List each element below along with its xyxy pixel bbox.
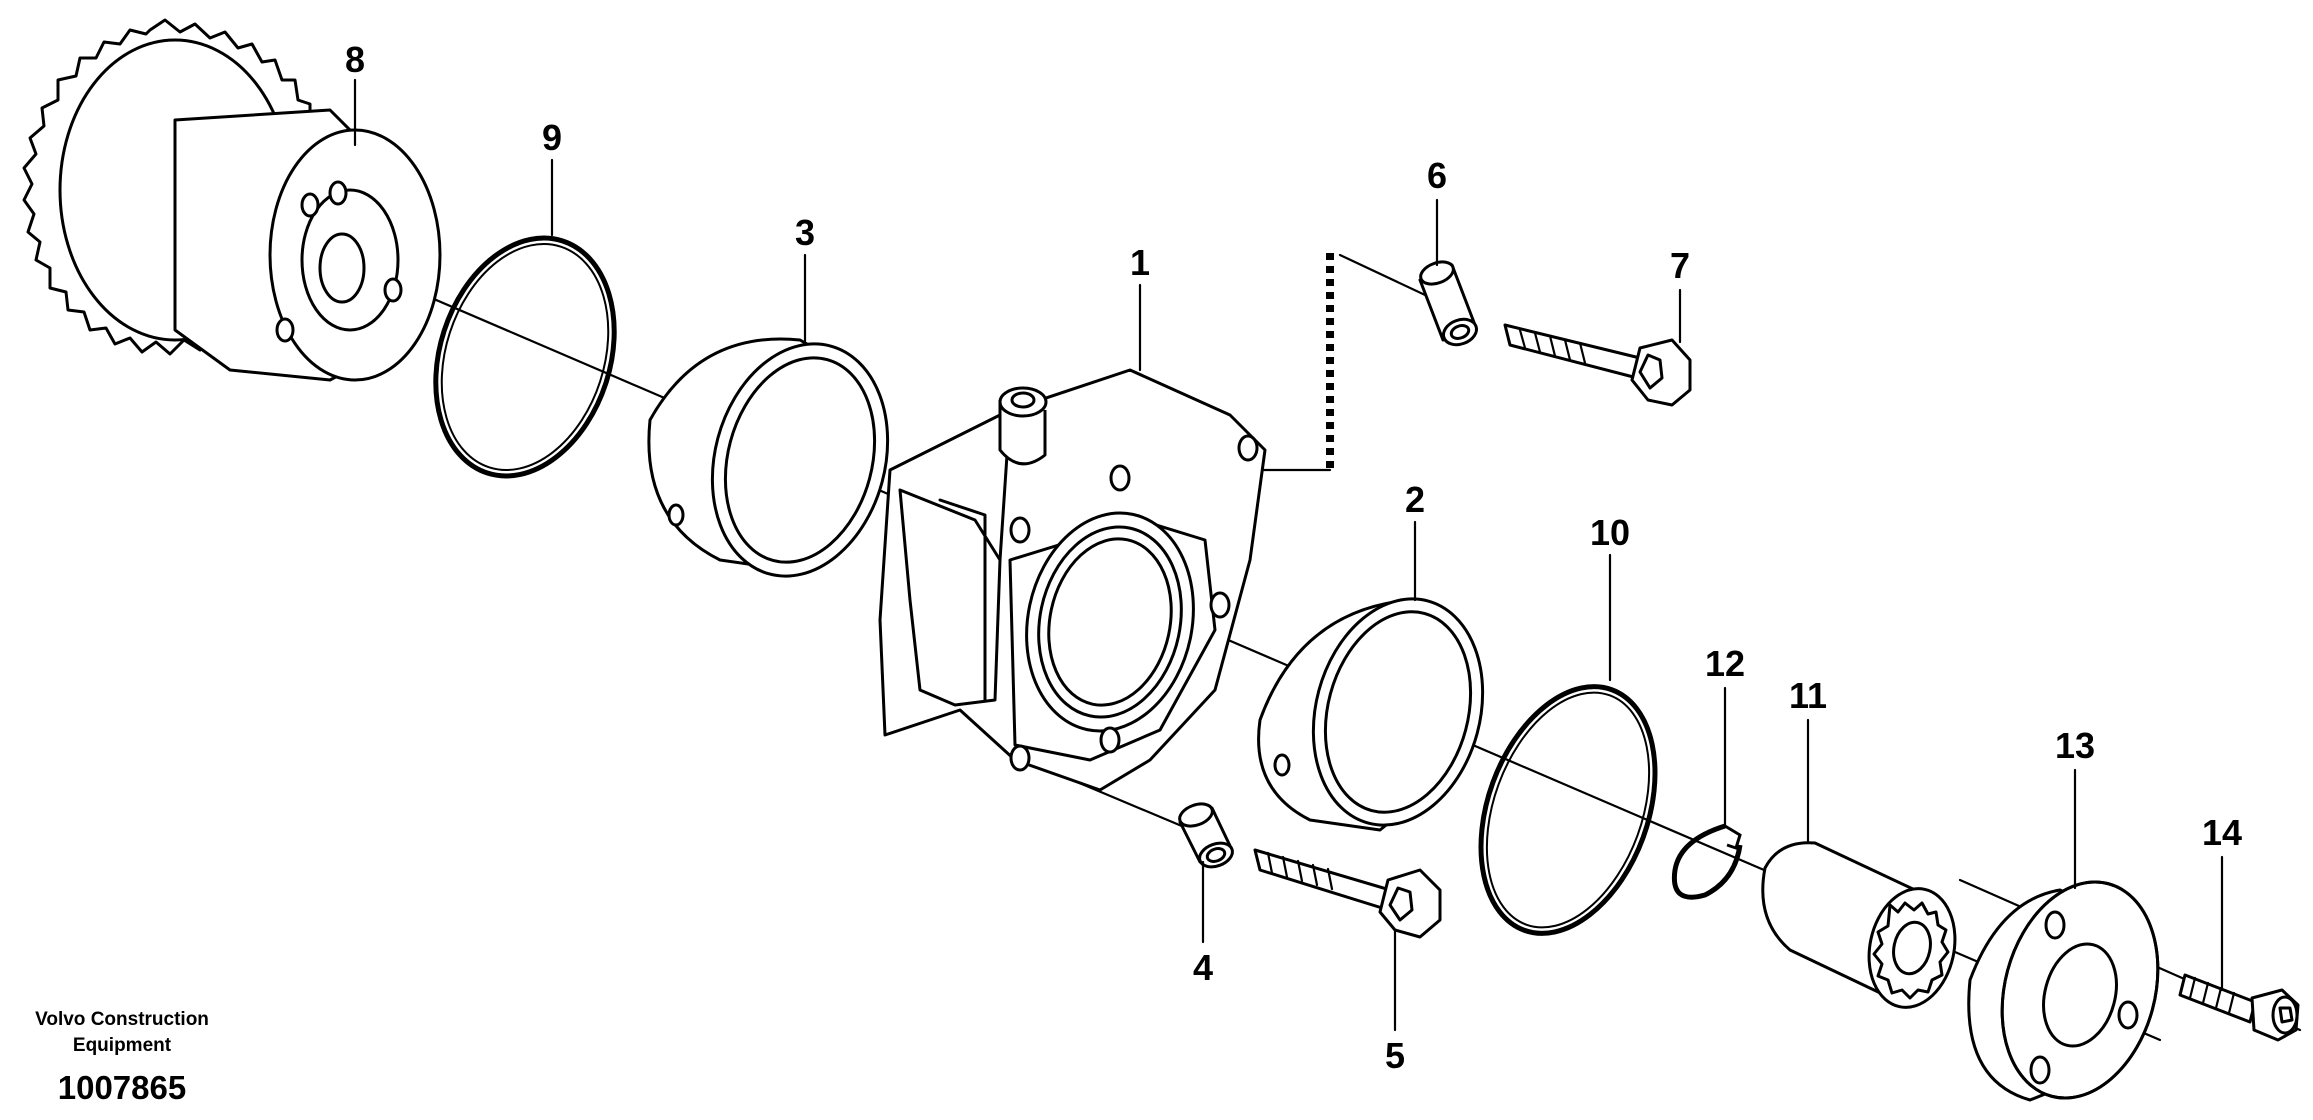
part-bushing-rear [1257,597,1485,832]
callout-12: 12 [1705,643,1745,684]
brand-line-1: Volvo Construction [35,1009,209,1030]
part-spline-coupling [1761,841,1957,1009]
callout-11: 11 [1789,675,1827,716]
part-gear [22,18,442,382]
part-o-ring-small [1478,684,1658,936]
part-housing [878,368,1267,792]
part-bushing-front [647,337,890,578]
callout-9: 9 [542,117,562,158]
callout-3: 3 [795,212,815,253]
part-o-ring-large [433,235,617,479]
part-retaining-plate [1967,880,2160,1102]
callout-8: 8 [345,39,365,80]
drawing-footer: Volvo Construction Equipment 1007865 [35,1009,209,1106]
callout-leaders [353,78,2224,1032]
callout-2: 2 [1405,479,1425,520]
callout-1: 1 [1130,242,1150,283]
part-snap-ring [1671,823,1743,900]
part-screw [2178,973,2300,1042]
drawing-id: 1007865 [58,1069,186,1106]
callout-14: 14 [2202,812,2242,853]
callout-13: 13 [2055,725,2095,766]
part-sleeve-upper [1418,260,1478,347]
callout-10: 10 [1590,512,1630,553]
callout-6: 6 [1427,155,1447,196]
callout-5: 5 [1385,1035,1405,1076]
callout-7: 7 [1670,245,1690,286]
brand-line-2: Equipment [73,1035,172,1056]
part-bolt-lower [1253,848,1442,939]
upper-bolt-axis-line [1338,253,1442,304]
part-sleeve-lower [1178,802,1234,869]
callout-4: 4 [1193,947,1213,988]
callout-numbers: 1 2 3 4 5 6 7 8 9 10 11 12 13 14 [345,39,2242,1076]
part-bolt-upper [1503,323,1692,407]
